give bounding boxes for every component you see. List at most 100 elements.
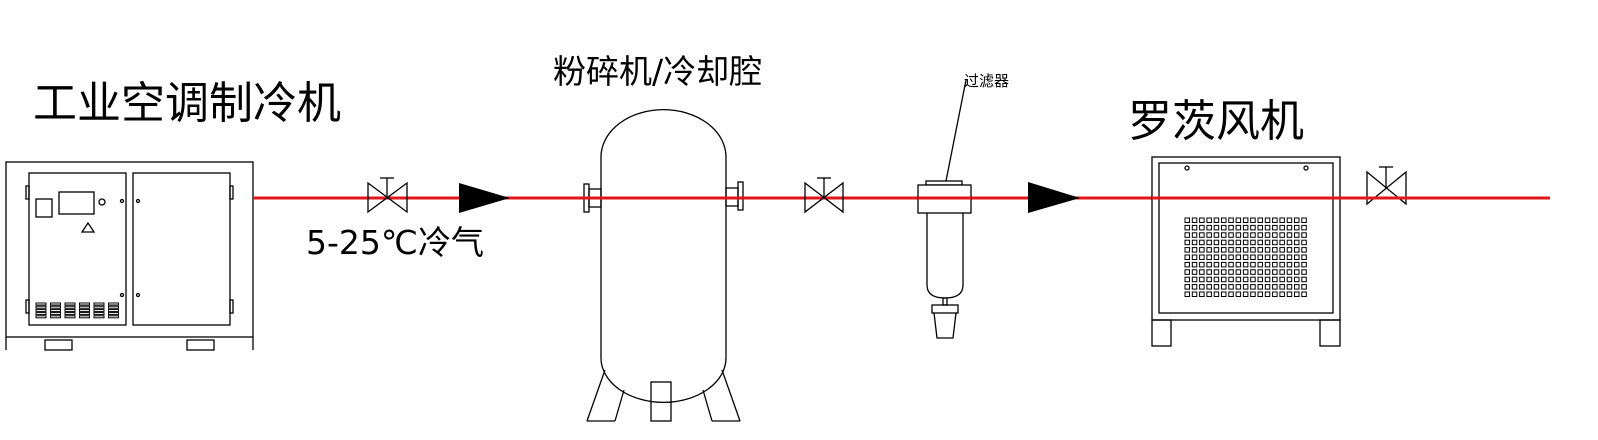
grille-hole bbox=[1264, 276, 1271, 283]
chiller-unit bbox=[5, 161, 254, 351]
grille-hole bbox=[1242, 254, 1249, 260]
grille-hole bbox=[1206, 239, 1212, 246]
vent-slot bbox=[64, 308, 76, 312]
grille-hole bbox=[1294, 254, 1300, 260]
grille-hole bbox=[1257, 291, 1263, 297]
grille-hole bbox=[1272, 261, 1278, 268]
grille-hole bbox=[1250, 291, 1256, 297]
grille-hole bbox=[1294, 284, 1300, 290]
grille-hole bbox=[1264, 254, 1271, 260]
grille-hole bbox=[1250, 247, 1256, 253]
vent-slot bbox=[93, 305, 105, 309]
grille-hole bbox=[1257, 239, 1263, 246]
vent-slot bbox=[108, 315, 119, 319]
grille-hole bbox=[1221, 284, 1227, 290]
grille-hole bbox=[1301, 239, 1307, 246]
grille-hole bbox=[1242, 232, 1249, 238]
grille-hole bbox=[1294, 261, 1300, 268]
grille-hole bbox=[1213, 254, 1220, 260]
grille-hole bbox=[1250, 284, 1256, 290]
grille-hole bbox=[1294, 276, 1300, 283]
vent-slot bbox=[108, 302, 119, 306]
grille-hole bbox=[1228, 261, 1234, 268]
grille-hole bbox=[1294, 247, 1300, 253]
grille-hole bbox=[1228, 254, 1234, 260]
grille-hole bbox=[1191, 224, 1198, 231]
grille-hole bbox=[1199, 284, 1205, 290]
vent-slot bbox=[64, 305, 76, 309]
grille-hole bbox=[1301, 276, 1307, 283]
grille-hole bbox=[1301, 254, 1307, 260]
grille-hole bbox=[1242, 284, 1249, 290]
grille-hole bbox=[1301, 232, 1307, 238]
grille-hole bbox=[1221, 291, 1227, 297]
grille-hole bbox=[1199, 247, 1205, 253]
grille-hole bbox=[1199, 232, 1205, 238]
grille-hole bbox=[1286, 261, 1293, 268]
grille-hole bbox=[1279, 254, 1285, 260]
grille-hole bbox=[1206, 261, 1212, 268]
vent-slot bbox=[93, 315, 105, 319]
grille-hole bbox=[1250, 232, 1256, 238]
grille-hole bbox=[1257, 276, 1263, 283]
vent-slot bbox=[50, 312, 61, 316]
grille-hole bbox=[1191, 239, 1198, 246]
grille-hole bbox=[1221, 269, 1227, 275]
grille-hole bbox=[1199, 291, 1205, 297]
grille-hole bbox=[1286, 269, 1293, 275]
grille-hole bbox=[1191, 284, 1198, 290]
grille-hole bbox=[1286, 276, 1293, 283]
grille-hole bbox=[1242, 247, 1249, 253]
grille-hole bbox=[1286, 247, 1293, 253]
flow-arrow-2 bbox=[1028, 182, 1080, 213]
grille-hole bbox=[1286, 291, 1293, 297]
grille-hole bbox=[1257, 261, 1263, 268]
grille-hole bbox=[1250, 254, 1256, 260]
grille-hole bbox=[1301, 269, 1307, 275]
vent-slot bbox=[93, 302, 105, 306]
grille-hole bbox=[1264, 247, 1271, 253]
grille-hole bbox=[1206, 224, 1212, 231]
grille-hole bbox=[1264, 284, 1271, 290]
grille-hole bbox=[1213, 239, 1220, 246]
grille-hole bbox=[1184, 247, 1190, 253]
grille-hole bbox=[1191, 247, 1198, 253]
grille-hole bbox=[1228, 284, 1234, 290]
grille-hole bbox=[1235, 284, 1242, 290]
grille-hole bbox=[1228, 217, 1234, 223]
grille-hole bbox=[1301, 217, 1307, 223]
control-panel bbox=[28, 172, 127, 326]
grille-hole bbox=[1242, 261, 1249, 268]
grille-hole bbox=[1279, 232, 1285, 238]
vent-slot bbox=[50, 302, 61, 306]
vent-slot bbox=[35, 302, 47, 306]
grille-hole bbox=[1206, 276, 1212, 283]
indicator-light bbox=[98, 198, 106, 206]
grille-hole bbox=[1184, 254, 1190, 260]
vent-slot bbox=[108, 308, 119, 312]
grille-hole bbox=[1250, 269, 1256, 275]
door-panel bbox=[132, 172, 231, 326]
vent-slot bbox=[79, 312, 90, 316]
chiller-foot bbox=[186, 339, 215, 351]
grille-hole bbox=[1191, 261, 1198, 268]
grille-hole bbox=[1257, 232, 1263, 238]
grille-hole bbox=[1257, 284, 1263, 290]
grille-hole bbox=[1279, 269, 1285, 275]
grille-hole bbox=[1264, 239, 1271, 246]
grille-hole bbox=[1301, 247, 1307, 253]
grille-hole bbox=[1213, 284, 1220, 290]
grille-hole bbox=[1279, 239, 1285, 246]
vent-slot bbox=[79, 305, 90, 309]
cold-air-label: 5-25℃冷气 bbox=[306, 223, 484, 262]
grille-hole bbox=[1279, 291, 1285, 297]
grille-hole bbox=[1199, 254, 1205, 260]
grille-hole bbox=[1250, 224, 1256, 231]
grille-hole bbox=[1264, 224, 1271, 231]
flow-arrow-1 bbox=[459, 183, 510, 213]
warning-triangle-icon bbox=[80, 221, 96, 233]
grille-hole bbox=[1294, 239, 1300, 246]
grille-hole bbox=[1250, 217, 1256, 223]
grille-hole bbox=[1221, 276, 1227, 283]
